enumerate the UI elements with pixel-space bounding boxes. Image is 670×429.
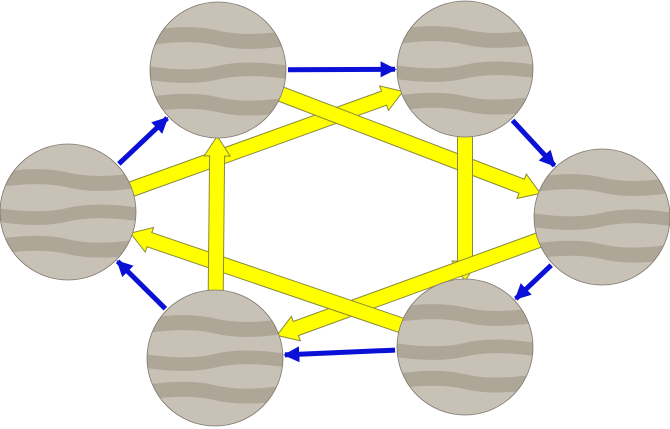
yellow-arrow-bottom-right-to-left: [129, 226, 408, 335]
blue-arrow-right-to-bottom-right: [514, 263, 553, 301]
blue-arrow-left-to-top-left: [117, 116, 169, 166]
yellow-arrow-bottom-left-to-top-left: [203, 135, 232, 295]
planet-bands: [0, 169, 136, 258]
planet-node-bottom-left: [146, 289, 284, 427]
planet-bands: [147, 315, 283, 404]
planet-bands: [534, 174, 670, 263]
planet-bands: [397, 304, 533, 393]
planet-bands: [150, 27, 286, 116]
yellow-arrow-top-left-to-right: [274, 85, 542, 200]
blue-arrow-top-right-to-right: [510, 118, 557, 168]
planet-node-left: [0, 143, 137, 281]
cycle-arrows: [115, 61, 557, 363]
planet-node-right: [533, 148, 670, 286]
blue-arrow-bottom-right-to-bottom-left: [283, 346, 396, 363]
planet-node-top-right: [396, 0, 534, 138]
planet-node-top-left: [149, 1, 287, 139]
blue-arrow-bottom-left-to-left: [115, 259, 168, 311]
planet-bands: [397, 26, 533, 115]
planet-node-bottom-right: [396, 278, 534, 416]
cross-arrows: [125, 85, 546, 342]
